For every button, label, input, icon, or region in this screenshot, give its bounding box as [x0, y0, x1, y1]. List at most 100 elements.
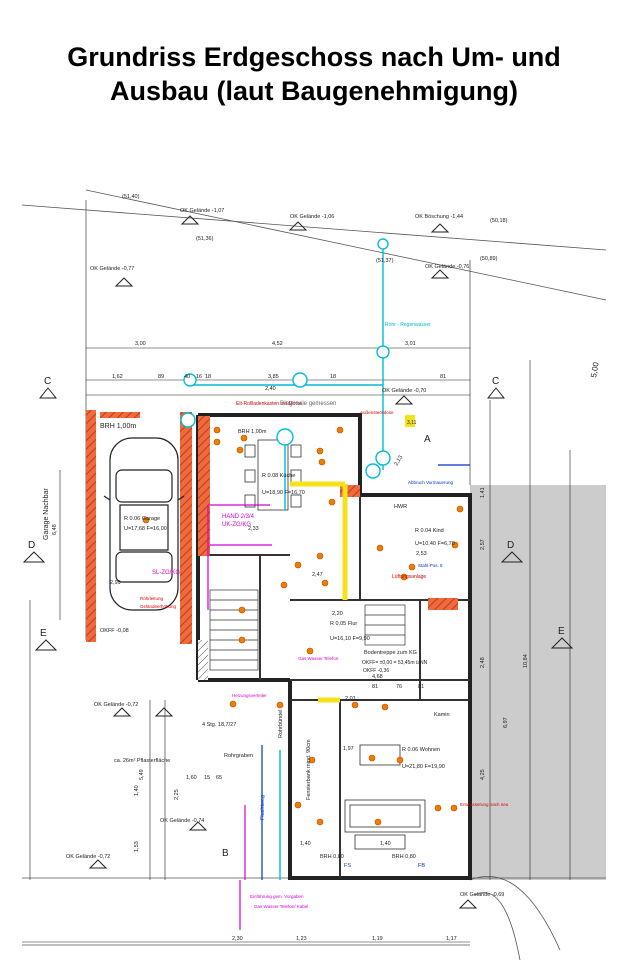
section-b: B	[222, 848, 229, 859]
dim-2-25: 2,25	[174, 789, 180, 800]
dim-top-3: 3,01	[405, 341, 416, 347]
hatched-wall-4	[198, 640, 208, 680]
hwr-label: HWR	[394, 504, 407, 510]
boundary-label: (51,37)	[376, 258, 394, 264]
dim-2-99: 2,99	[110, 580, 121, 586]
small-dim: 1,40	[380, 841, 391, 847]
okff-main-label: OKFF= ±0,00 = 53,45m ü.NN	[362, 660, 428, 666]
dim-4-68: 4,68	[372, 674, 383, 680]
dim-1-41: 1,41	[480, 487, 486, 498]
dimension-lines	[22, 347, 571, 943]
title-line-1: Grundriss Erdgeschoss nach Um- und	[67, 42, 561, 72]
bottom-dim: 1,19	[372, 936, 383, 942]
stahl-label: Stahl-Pos. 8	[418, 563, 443, 568]
room-kind-name: R 0.04 Kind	[415, 528, 444, 534]
hatched-wall-2	[428, 598, 458, 610]
brh-label: BRH 1,00m	[100, 423, 136, 430]
pink-label: Heizungsverteiler	[232, 693, 267, 698]
dim-2-2: 89	[158, 374, 164, 380]
dim-top-2: 4,52	[272, 341, 283, 347]
dim-2-20: 2,20	[332, 611, 343, 617]
rohrbuendel-label: Rohrbündel	[278, 710, 284, 738]
level-label: OK Böschung -1,44	[415, 214, 463, 220]
pink-label: Gas Wasser Telefon	[298, 656, 339, 661]
room-flur-area: U=16,10 F=9,90	[330, 636, 370, 642]
uk-label: UK-ZG/KG	[222, 522, 251, 528]
section-a: A	[424, 434, 431, 445]
level-label: OK Gelände -0,72	[94, 702, 138, 708]
dim-wc: 3,11	[407, 420, 417, 426]
cyan-circles	[180, 238, 391, 479]
room-wohnen-area: U=21,80 F=19,90	[402, 764, 445, 770]
dim-2-1: 1,62	[112, 374, 123, 380]
hatched-wall-1	[198, 416, 210, 556]
section-c-left: C	[44, 376, 51, 387]
boundary-label: 5,00	[589, 361, 601, 378]
level-label: OK Gelände -0,76	[425, 264, 469, 270]
bottom-dim: 1,23	[296, 936, 307, 942]
dim-2-01: 2,01	[345, 696, 356, 702]
brh-label: BRH 0,80	[392, 854, 416, 860]
entwaesserung-label: Entwässerung nach neu	[460, 802, 509, 807]
pink-label: Einführung gem. Vorgaben	[250, 894, 304, 899]
aussensteckdose-label: Außensteckdose	[360, 410, 394, 415]
dim-2-13: 2,13	[394, 455, 405, 467]
section-d-left: D	[28, 540, 35, 551]
fensterbank-label: Fensterbank mind. 90cm	[306, 739, 312, 800]
boundary-label: (51,36)	[196, 236, 214, 242]
room-kueche-name: R 0.08 Küche	[262, 473, 295, 479]
dim-2-53: 2,53	[416, 551, 427, 557]
boundary-label: (50,89)	[480, 256, 498, 262]
room-garage-area: U=17,68 F=16,00	[124, 526, 167, 532]
sl-label: SL-ZG/KG	[152, 570, 180, 576]
section-d-right: D	[507, 540, 514, 551]
small-dim: 81	[372, 684, 378, 690]
neighbor-area	[470, 485, 606, 880]
dim-2-4: 16	[196, 374, 202, 380]
dim-5-49: 5,49	[139, 769, 145, 780]
dim-1-97: 1,97	[343, 746, 354, 752]
garage-wall-top	[100, 412, 140, 418]
brh-label: BRH 1,00m	[238, 429, 267, 435]
dim-1-40: 1,40	[134, 785, 140, 796]
garage-neighbor-label: Garage Nachbar	[43, 488, 50, 540]
brh-label: BRH 0,80	[320, 854, 344, 860]
level-label: OK Gelände -1,07	[180, 208, 224, 214]
neighbor-garage-wall	[86, 410, 96, 642]
level-label: OK Gelände -0,70	[382, 388, 426, 394]
section-arrows	[22, 387, 574, 651]
red-label: Rohrleitung	[140, 596, 164, 601]
dim-2-48: 2,48	[480, 657, 486, 668]
level-label: OK Gelände -0,77	[90, 266, 134, 272]
fluchtweg-label: Fluchtweg	[260, 795, 266, 820]
abbruch-label: Abbruch Vormauerung	[408, 480, 454, 485]
garage-dim: 6,48	[52, 524, 58, 535]
outlet-markers	[142, 426, 464, 826]
boundary-label: (50,18)	[490, 218, 508, 224]
okff-label: OKFF -0,08	[100, 628, 129, 634]
dim-2-9: 81	[440, 374, 446, 380]
dim-2-57: 2,57	[480, 539, 486, 550]
dim-2-8: 18	[330, 374, 336, 380]
yellow-lines	[290, 481, 348, 703]
rollladen-label: Elt-Rollladenkasten mit Motor	[236, 401, 302, 407]
dim-2-7: 2,40	[265, 386, 276, 392]
ground-level-markers	[88, 215, 478, 909]
cyan-pipes	[190, 240, 384, 880]
stairs	[209, 589, 406, 671]
pipe-label: Rohr - Regenwasser	[385, 322, 431, 328]
small-dim: 65	[216, 775, 222, 781]
pink-label: Gas Wasser Telefon/ Kabel	[254, 904, 308, 909]
handw-label: HAND 2/3/4	[222, 514, 255, 520]
okff-kg-label: OKFF -0,36	[363, 668, 389, 674]
dim-top-1: 3,00	[135, 341, 146, 347]
room-garage-name: R 0.06 Garage	[124, 516, 160, 522]
dim-1-53: 1,53	[134, 841, 140, 852]
blue-lines	[261, 464, 470, 880]
garage-wall-right	[180, 412, 192, 644]
bodentreppe-label: Bodentreppe zum KG	[364, 650, 417, 656]
sofa	[344, 744, 426, 850]
room-flur-name: R 0.05 Flur	[330, 621, 357, 627]
red-label: Geländeerhöhung	[140, 604, 177, 609]
interior-walls	[198, 495, 470, 878]
